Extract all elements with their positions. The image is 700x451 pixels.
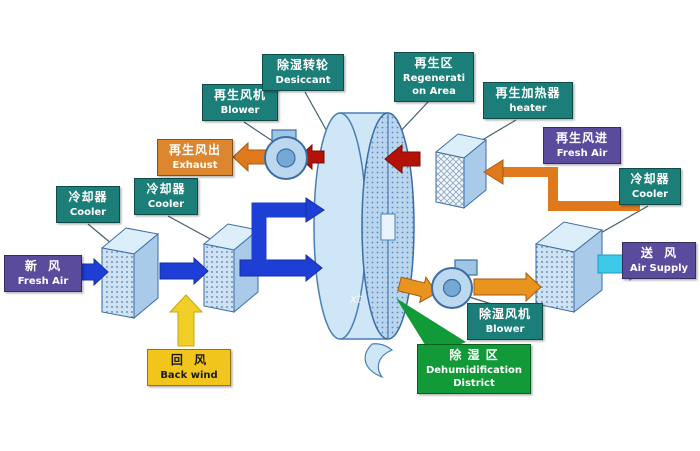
label-regen-heater: 再生加热器 heater [483,82,573,119]
label-cooler-3-en: Cooler [631,188,669,200]
dry-air-arrow-to-cooler [473,271,542,303]
label-air-supply-en: Air Supply [629,262,689,274]
label-regen-fresh-air-zh: 再生风进 [555,131,608,145]
label-cooler-2: 冷却器 Cooler [134,178,198,215]
label-cooler-3: 冷却器 Cooler [619,168,681,205]
label-regen-area-en1: Regenerati [402,72,466,84]
process-air-arrow-to-wheel-upper [305,197,325,223]
label-air-supply-zh: 送 风 [640,246,678,260]
label-regen-blower: 再生风机 Blower [202,84,278,121]
label-regen-fresh-air: 再生风进 Fresh Air [543,127,621,164]
process-air-arrow-between-coolers [159,256,209,286]
cooler-unit-1-front-face [101,247,135,319]
dry-air-arrow-to-blower [397,275,438,304]
label-regen-exhaust: 再生风出 Exhaust [157,139,233,176]
label-dehumid-district-en2: District [453,377,495,389]
label-cooler-2-en: Cooler [147,198,185,210]
label-regen-heater-en: heater [509,102,547,114]
label-regen-area-zh: 再生区 [414,56,454,70]
label-dehumid-district: 除 湿 区 Dehumidification District [417,344,531,394]
label-regen-exhaust-en: Exhaust [172,159,218,171]
cooler-unit-3-front-face [535,243,575,313]
hot-air-arrow-into-wheel [384,143,421,175]
process-air-arrow-inlet [79,257,109,287]
return-air-arrow [168,294,204,347]
label-air-supply: 送 风 Air Supply [622,242,696,279]
label-regen-area-en2: on Area [412,85,456,97]
label-dehumid-district-zh: 除 湿 区 [449,348,499,362]
wheel-hub [380,213,396,241]
connector-line [167,215,213,241]
label-regen-area: 再生区 Regenerati on Area [394,52,474,102]
watermark-text: xt [349,292,363,306]
label-cooler-1: 冷却器 Cooler [56,186,120,223]
label-back-wind-zh: 回 风 [170,353,208,367]
dehumid-blower-fan [431,259,478,309]
label-dehumid-blower-en: Blower [485,323,525,335]
label-dehumid-district-en1: Dehumidification [425,364,523,376]
label-back-wind: 回 风 Back wind [147,349,231,386]
label-dehumid-blower-zh: 除湿风机 [478,307,531,321]
regen-air-inlet-path [502,167,640,211]
cooler-unit-1 [100,227,160,320]
label-regen-fresh-air-en: Fresh Air [556,147,608,159]
label-cooler-1-zh: 冷却器 [68,190,108,204]
process-air-arrows [79,197,325,287]
regen-air-arrow-into-heater [483,159,504,185]
label-cooler-3-zh: 冷却器 [630,172,670,186]
heater-unit-front-face [435,151,465,209]
label-desiccant-wheel-zh: 除湿转轮 [276,58,329,72]
label-desiccant-wheel-en: Desiccant [275,74,331,86]
label-fresh-air-in: 新 风 Fresh Air [4,255,82,292]
regen-air-arrow-exhaust [232,141,267,173]
regen-blower-fan [264,129,308,180]
wheel-rotation-ribbon [364,343,394,379]
label-fresh-air-in-zh: 新 风 [24,259,62,273]
cooler-unit-3 [534,221,604,314]
label-cooler-1-en: Cooler [69,206,107,218]
dehumid-blower-impeller [442,278,462,298]
label-regen-blower-zh: 再生风机 [213,88,266,102]
label-cooler-2-zh: 冷却器 [146,182,186,196]
dehumid-district-pointer [396,298,466,356]
connector-line [87,223,113,245]
heater-unit [434,133,488,210]
cooler-unit-2-front-face [203,243,235,313]
label-regen-heater-zh: 再生加热器 [495,86,561,100]
label-desiccant-wheel: 除湿转轮 Desiccant [262,54,344,91]
connector-line [243,121,275,143]
regen-air-arrows [232,141,640,304]
regen-blower-impeller [276,148,296,168]
label-back-wind-en: Back wind [160,369,218,381]
process-air-elbow [251,202,306,268]
label-regen-blower-en: Blower [220,104,260,116]
label-regen-exhaust-zh: 再生风出 [168,143,221,157]
label-fresh-air-in-en: Fresh Air [17,275,69,287]
hot-air-arrows [298,143,421,175]
label-dehumid-blower: 除湿风机 Blower [467,303,543,340]
